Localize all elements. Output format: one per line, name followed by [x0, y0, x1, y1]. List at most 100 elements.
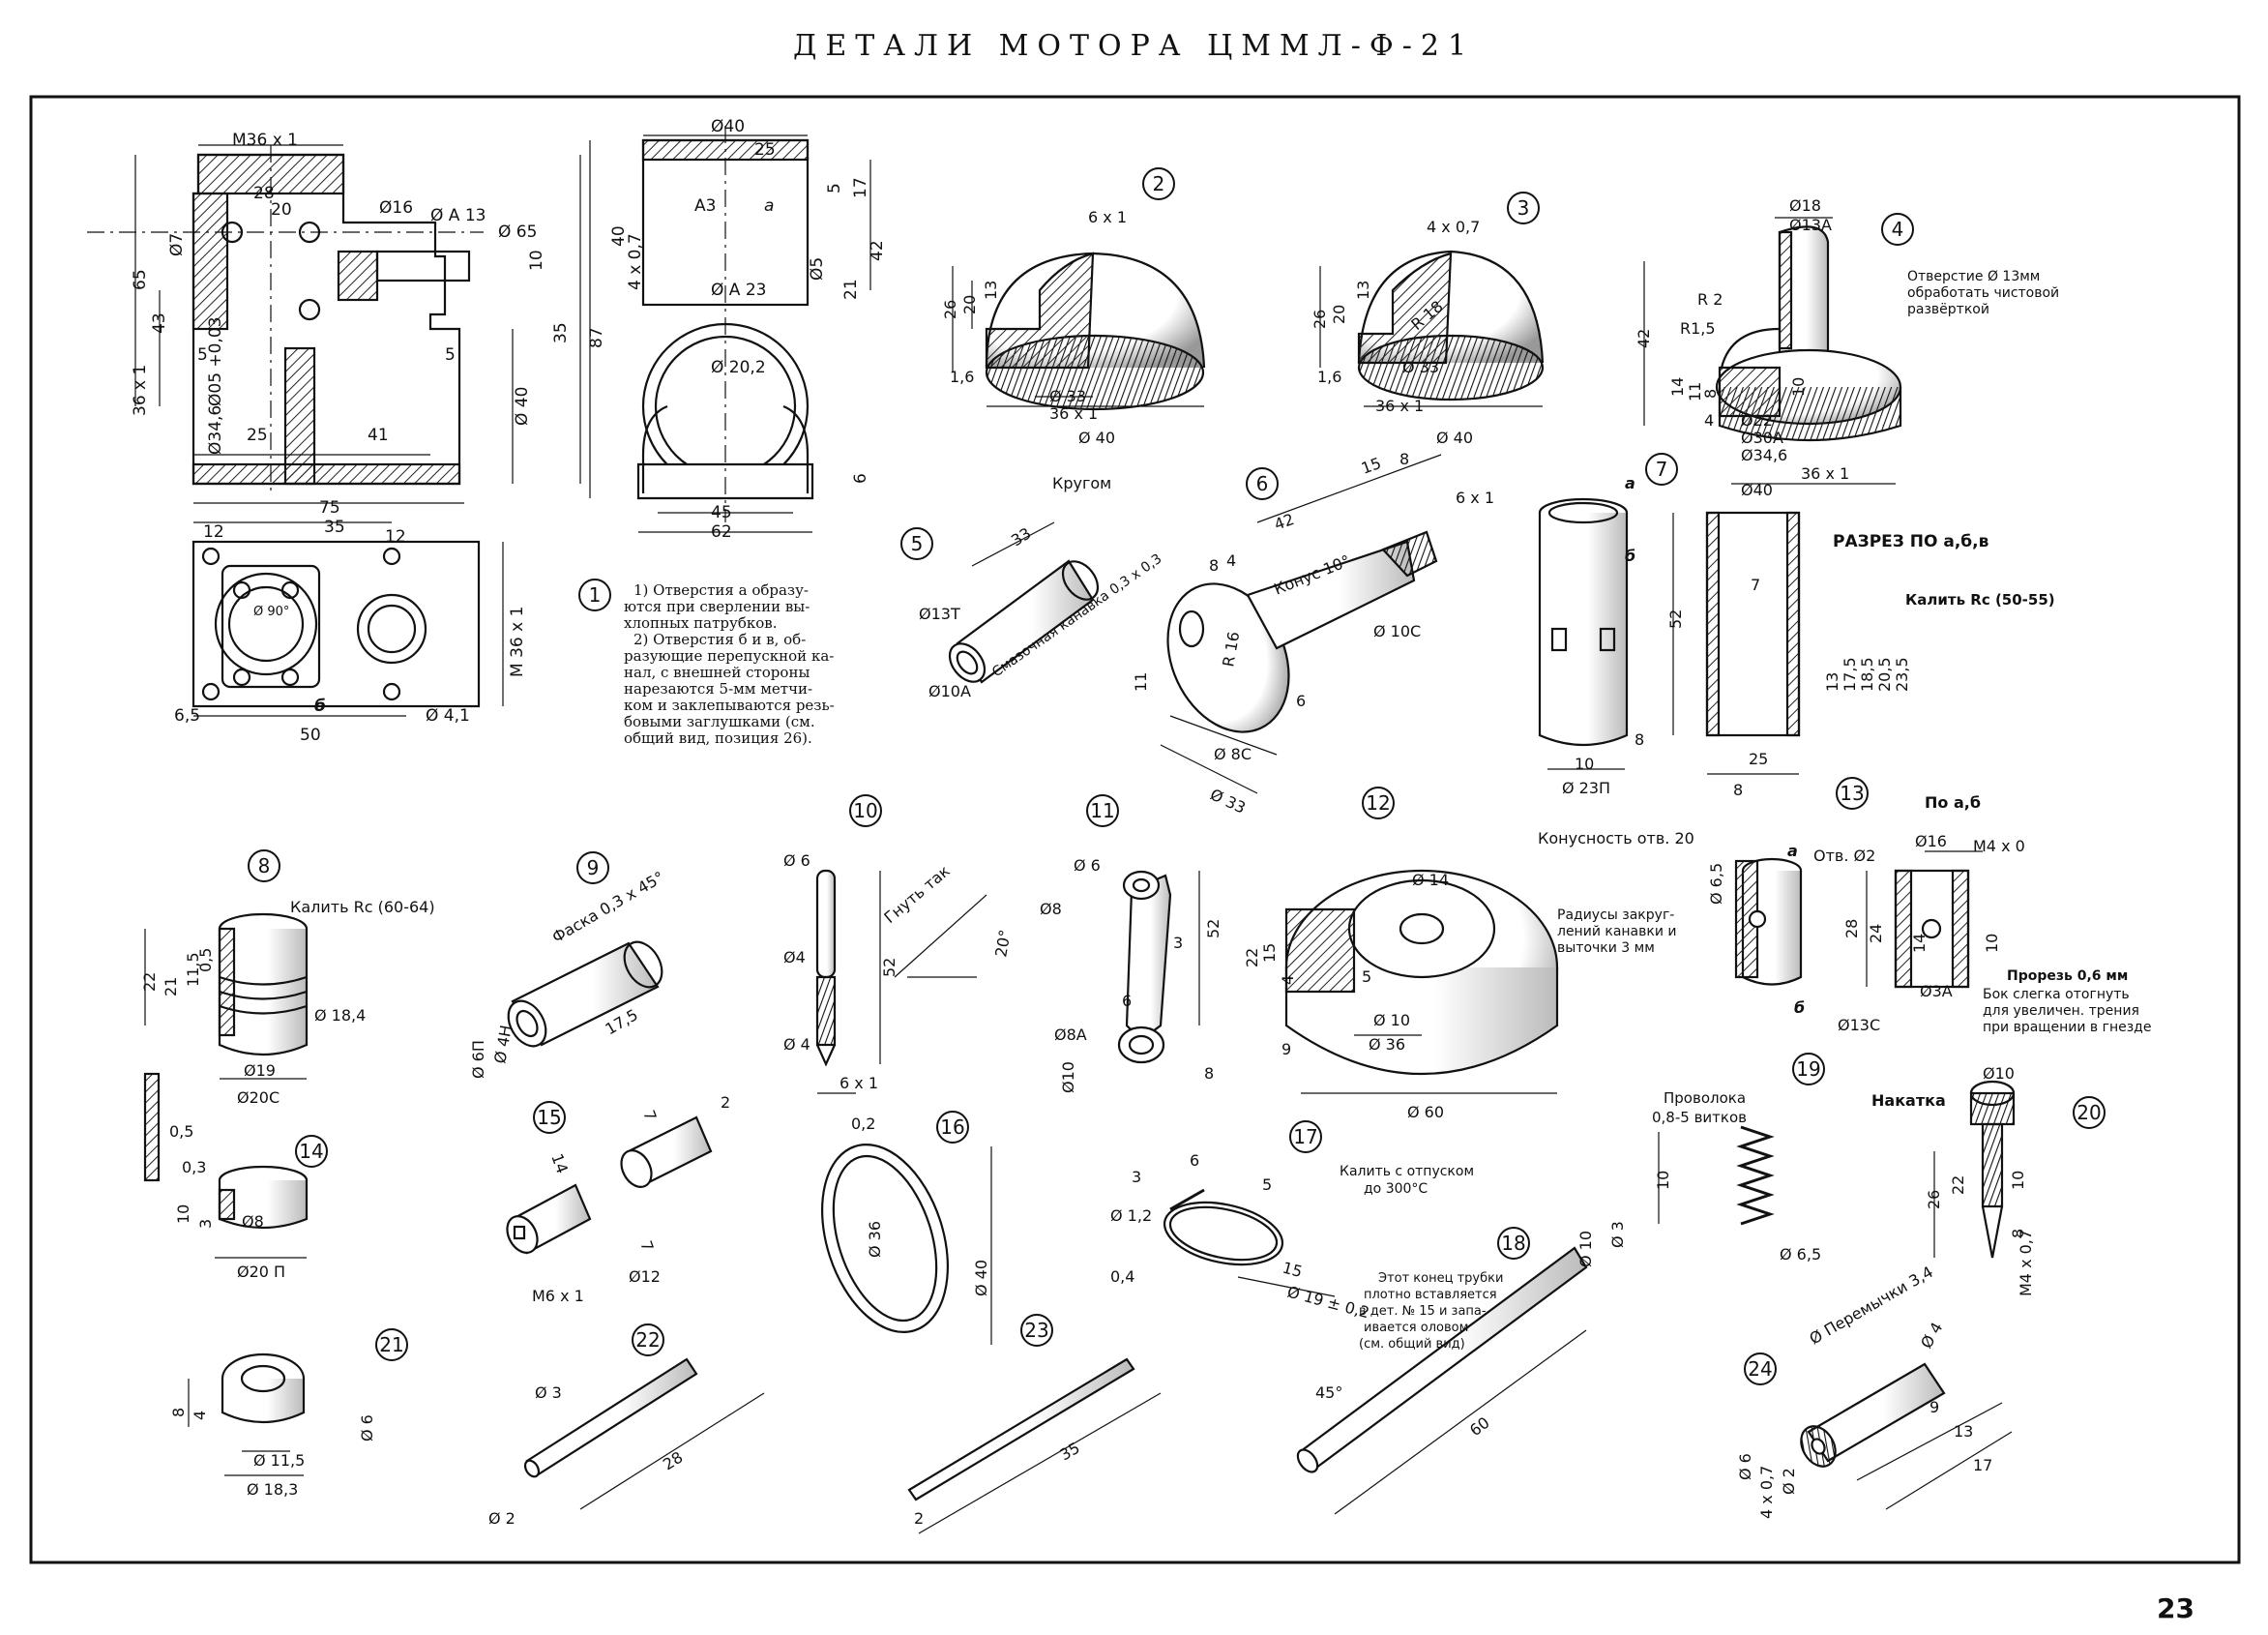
callout-number: 15: [537, 1106, 561, 1129]
dim-label: 0,4: [1110, 1267, 1134, 1286]
dim-label: 21: [162, 977, 180, 996]
dim-label: 2: [914, 1509, 924, 1528]
dim-label: 8: [1635, 730, 1644, 749]
dim-label: 0,3: [182, 1158, 206, 1176]
dim-label: 25: [1749, 750, 1768, 768]
dim-label: 10: [527, 250, 546, 271]
part-13-dimensions: По а,б а Отв. Ø2 Ø16 M4 x 0 Ø 6,5 28 24 …: [1707, 793, 2025, 1034]
dim-label: Кругом: [1052, 474, 1111, 492]
dim-label: 25: [247, 426, 268, 445]
dim-label: 5: [1262, 1175, 1272, 1194]
dim-label: Ø 6П: [469, 1040, 487, 1079]
dim-label: 42: [1635, 329, 1653, 348]
dim-label: Ø3А: [1920, 982, 1953, 1000]
dim-label: 10: [2009, 1171, 2027, 1190]
dim-label: 36 x 1: [131, 365, 150, 416]
part-20-dimensions: Накатка Ø10 26 22 10 8 M4 x 0,7: [1871, 1064, 2035, 1296]
dim-label: Ø 33: [1402, 358, 1439, 376]
sheet-title: ДЕТАЛИ МОТОРА ЦММЛ-Ф-21: [792, 29, 1476, 63]
sheet-frame: [29, 95, 2241, 1564]
dim-label: Ø 10С: [1373, 622, 1421, 640]
dim-label: 45°: [1315, 1383, 1342, 1402]
dim-label: Ø8А: [1054, 1026, 1087, 1044]
part-24-dimensions: Ø Перемычки 3,4 Ø 4 9 13 17 Ø 6 4 x 0,7 …: [1736, 1263, 1992, 1519]
part-14-dimensions: 10 3 Ø8 Ø20 П: [174, 1204, 285, 1281]
dim-label: 17,5: [1841, 657, 1859, 692]
part-20-knurled-screw: [1933, 1080, 2016, 1259]
dim-label: Ø 1,2: [1110, 1206, 1152, 1225]
dim-label: 12: [385, 527, 406, 547]
callout-number: 6: [1256, 472, 1269, 495]
dim-label: 5: [197, 345, 208, 365]
dim-label: Ø A 23: [711, 281, 766, 300]
part-16-gasket: [821, 1144, 992, 1345]
dim-label: 11,5: [184, 952, 202, 987]
dim-label: 22: [140, 972, 159, 992]
dim-label: Ø13Т: [919, 605, 960, 623]
dim-label: 8: [169, 1408, 188, 1417]
dim-label: 6: [1296, 692, 1306, 710]
dim-label: Ø 33: [1049, 387, 1086, 405]
dim-label: Ø 20,2: [711, 358, 766, 377]
dim-label: 8: [1399, 450, 1409, 468]
part-13-valve-body: [1734, 850, 1983, 989]
dim-label: 22: [1243, 948, 1261, 967]
dim-label: 52: [880, 958, 898, 977]
note-line: бовыми заглушками (см.: [624, 713, 815, 730]
dim-label: Ø30A: [1741, 429, 1783, 447]
callout-number: 23: [1024, 1319, 1048, 1342]
callout-number: 17: [1293, 1125, 1317, 1148]
part-17-note: Калить с отпуском до 300°С: [1340, 1164, 1474, 1197]
callout-circle: [1792, 1053, 1825, 1085]
dim-label: Ø A 13: [430, 206, 486, 225]
part-23-pin: [907, 1357, 1162, 1534]
part-2-head: [952, 252, 1206, 411]
dim-label: 8: [1701, 389, 1720, 399]
dim-label: а: [764, 196, 774, 216]
part-7-cylinder-liner: [1538, 497, 1801, 775]
dim-label: 14: [547, 1151, 572, 1176]
part-18-tube: [1296, 1246, 1588, 1515]
callout-number: 20: [2077, 1101, 2101, 1124]
note-line: для увеличен. трения: [1983, 1003, 2139, 1019]
callout-number: 5: [911, 532, 924, 555]
callout-circle: [578, 579, 611, 611]
callout-circle: [849, 794, 882, 827]
dim-label: 43: [150, 312, 169, 334]
dim-label: Ø 40: [1078, 429, 1115, 447]
part-12-note: Радиусы закруг- лений канавки и выточки …: [1557, 907, 1676, 956]
dim-label: 20: [1330, 305, 1348, 324]
part-4-note: Отверстие Ø 13мм обработать чистовой раз…: [1907, 269, 2059, 317]
dim-label: 17: [1973, 1456, 1992, 1474]
dim-label: 13: [982, 281, 1000, 300]
dim-label: A3: [694, 196, 716, 216]
part-1-dimensions: M36 x 1 28 20 Ø16 Ø A 13 Ø 65 10 65 43 Ø…: [131, 117, 887, 745]
dim-label: Ø 40: [513, 387, 532, 426]
dim-label: 62: [711, 522, 732, 542]
dim-label: Ø 36: [866, 1221, 884, 1258]
dim-label: 20: [271, 200, 292, 220]
callout-circle: [1645, 453, 1678, 486]
dim-label: 36 x 1: [1049, 404, 1098, 423]
callout-circle: [533, 1101, 566, 1134]
dim-label: Ø12: [629, 1267, 661, 1286]
dim-label: 20: [960, 295, 979, 314]
dim-label: 10: [1654, 1171, 1672, 1190]
note-line: развёрткой: [1907, 302, 1989, 317]
dim-label: 9: [1929, 1398, 1939, 1416]
dim-label: 33: [1008, 523, 1034, 550]
dim-label: б: [314, 697, 326, 716]
dim-label: 36 x 1: [1375, 397, 1424, 415]
dim-label: 13: [1354, 281, 1372, 300]
callout-circle: [576, 851, 609, 884]
callout-number: 8: [258, 854, 271, 877]
part-19-note: Проволока 0,8-5 витков: [1652, 1089, 1747, 1126]
note-line: нал, с внешней стороны: [624, 664, 810, 681]
dim-label: Ø10А: [928, 682, 971, 700]
callout-circle: [1744, 1353, 1777, 1385]
callout-number: 21: [379, 1333, 403, 1356]
dim-label: Ø 10: [1373, 1011, 1410, 1029]
dim-label: Ø 18,4: [314, 1006, 366, 1025]
dim-label: 9: [1281, 1040, 1291, 1058]
